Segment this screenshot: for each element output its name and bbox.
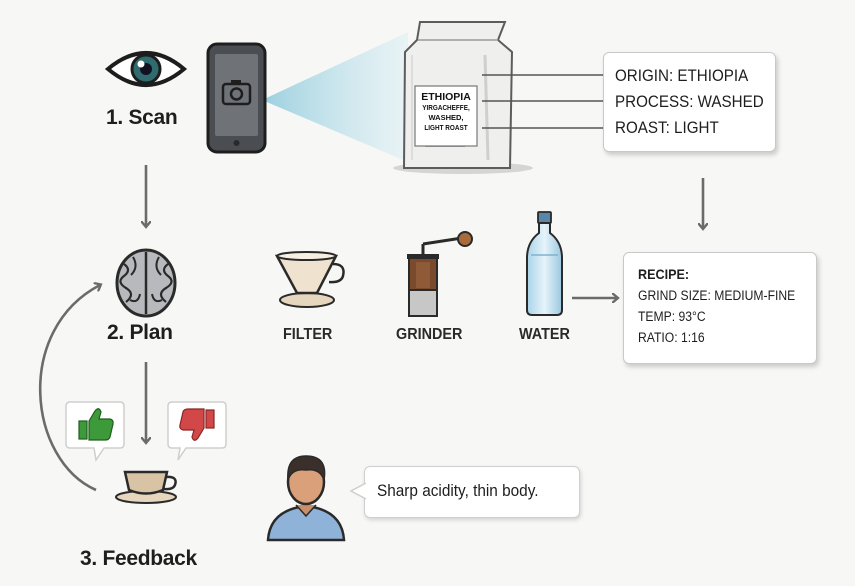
- recipe-title: RECIPE:: [638, 266, 690, 282]
- tool-label-filter: FILTER: [283, 326, 333, 343]
- recipe-grind-size: GRIND SIZE: MEDIUM-FINE: [638, 288, 796, 303]
- recipe-card: RECIPE: GRIND SIZE: MEDIUM-FINE TEMP: 93…: [623, 252, 817, 364]
- brain-icon: [115, 248, 177, 318]
- bag-process: WASHED,: [428, 113, 464, 122]
- bean-info-card: ORIGIN: ETHIOPIA PROCESS: WASHED ROAST: …: [603, 52, 776, 152]
- pour-over-filter-icon: [274, 251, 345, 308]
- cup-icon: [115, 470, 177, 504]
- scan-beam: [262, 32, 408, 162]
- recipe-ratio: RATIO: 1:16: [638, 330, 705, 345]
- tool-label-water: WATER: [519, 326, 570, 343]
- phone-camera-icon: [206, 42, 267, 154]
- bag-label: ETHIOPIA YIRGACHEFFE, WASHED, LIGHT ROAS…: [415, 91, 477, 133]
- thumbs-down-icon: [179, 408, 215, 441]
- bag-origin: ETHIOPIA: [421, 91, 471, 103]
- thumbs-up-icon: [78, 408, 114, 441]
- recipe-temp: TEMP: 93°C: [638, 309, 706, 324]
- step-label-scan: 1. Scan: [106, 106, 178, 129]
- flow-arrows: [38, 165, 703, 492]
- eye-icon: [104, 51, 188, 87]
- feedback-quote: Sharp acidity, thin body.: [377, 482, 539, 500]
- arrow-feedback-loop: [38, 285, 100, 492]
- bag-roast: LIGHT ROAST: [424, 123, 468, 132]
- tool-label-grinder: GRINDER: [396, 326, 463, 343]
- bag-connector-lines: [482, 74, 605, 129]
- person-icon: [266, 455, 346, 542]
- coffee-bag-icon: [393, 21, 533, 174]
- step-label-plan: 2. Plan: [107, 321, 173, 344]
- thumbs-up-bubble: [65, 401, 125, 462]
- bean-origin: ORIGIN: ETHIOPIA: [615, 67, 749, 85]
- hand-grinder-icon: [407, 231, 473, 317]
- bean-roast: ROAST: LIGHT: [615, 119, 719, 137]
- thumbs-down-bubble: [167, 401, 227, 461]
- water-bottle-icon: [526, 211, 563, 316]
- feedback-speech-bubble: Sharp acidity, thin body.: [350, 466, 580, 518]
- step-label-feedback: 3. Feedback: [80, 547, 197, 570]
- bean-process: PROCESS: WASHED: [615, 93, 764, 111]
- bag-region: YIRGACHEFFE,: [422, 103, 470, 112]
- speech-bubble-tail: [350, 482, 366, 500]
